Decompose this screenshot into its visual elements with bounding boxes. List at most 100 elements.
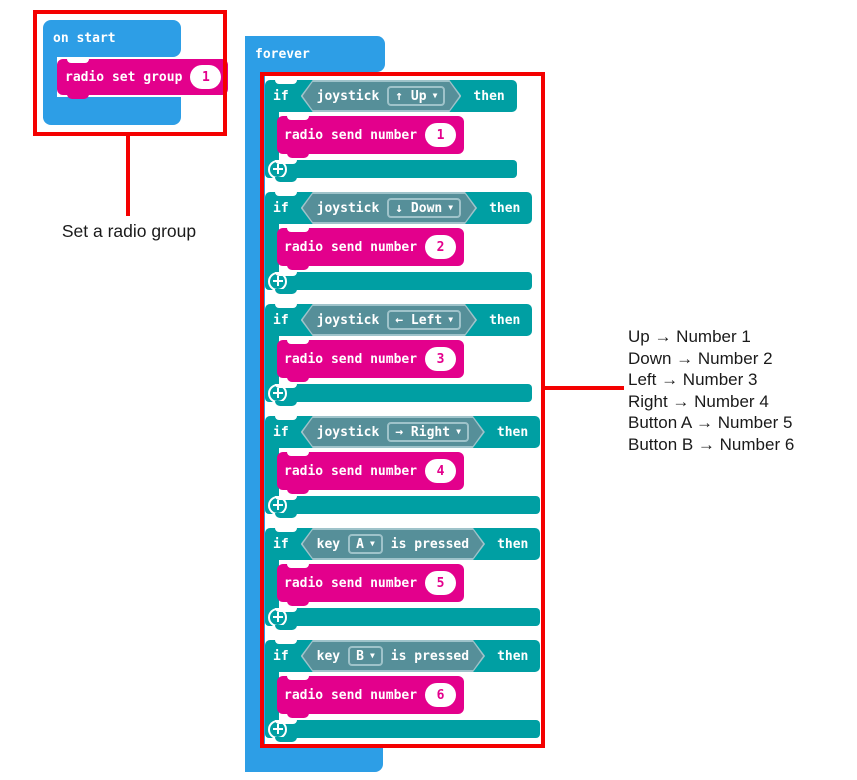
radio-send-label: radio send number [284, 351, 418, 367]
on-start-spine [43, 50, 57, 118]
then-label: then [496, 424, 529, 440]
condition-hexagon[interactable]: key B ▼ is pressed [301, 640, 485, 672]
condition-hexagon[interactable]: joystick ↓ Down ▼ [301, 192, 477, 224]
dropdown-value: ↓ Down [395, 200, 443, 216]
forever-block-header[interactable]: forever [245, 36, 385, 72]
radio-set-group-label: radio set group [65, 69, 183, 85]
radio-send-label: radio send number [284, 127, 418, 143]
annotation-line: Up → Number 1 [628, 327, 751, 346]
then-label: then [489, 200, 521, 216]
dropdown-value: A [356, 536, 364, 552]
radio-send-number-block[interactable]: radio send number 5 [277, 564, 465, 606]
dropdown-value: ← Left [395, 312, 443, 328]
if-label: if [273, 88, 289, 104]
radio-send-number-block[interactable]: radio send number 6 [277, 676, 465, 718]
annotation-line: Button A → Number 5 [628, 413, 793, 432]
on-start-footer[interactable] [43, 97, 181, 125]
plus-bar[interactable] [265, 495, 541, 518]
then-label: then [473, 88, 505, 104]
radio-send-number-block[interactable]: radio send number 4 [277, 452, 465, 494]
dropdown-value: → Right [395, 424, 451, 440]
value-oval[interactable]: 5 [425, 571, 457, 595]
plus-bar[interactable] [265, 159, 517, 182]
key-dropdown[interactable]: B ▼ [348, 646, 383, 666]
if-label: if [273, 424, 289, 440]
connector-line-left [126, 132, 130, 216]
annotation-line: Right → Number 4 [628, 391, 769, 411]
condition-suffix: is pressed [390, 648, 470, 664]
annotation-left-caption: Set a radio group [61, 221, 197, 241]
chevron-down-icon: ▼ [432, 91, 438, 100]
if-header[interactable]: if key B ▼ is pressed then [265, 640, 541, 672]
value-oval[interactable]: 1 [190, 65, 222, 89]
on-start-label: on start [53, 31, 116, 46]
if-header[interactable]: if joystick ↓ Down ▼ then [265, 192, 533, 224]
radio-set-group-block[interactable]: radio set group 1 [57, 59, 229, 99]
plus-circle-icon[interactable] [268, 607, 287, 627]
radio-send-label: radio send number [284, 239, 418, 255]
annotation-right-lines: Up → Number 1 Down → Number 2 Left → Num… [628, 326, 854, 455]
key-dropdown[interactable]: A ▼ [348, 534, 383, 554]
value-oval[interactable]: 2 [425, 235, 457, 259]
condition-suffix: is pressed [390, 536, 470, 552]
plus-circle-icon[interactable] [268, 159, 287, 179]
if-label: if [273, 648, 289, 664]
plus-circle-icon[interactable] [268, 495, 287, 515]
plus-bar[interactable] [265, 719, 541, 742]
on-start-header[interactable]: on start [43, 20, 181, 57]
forever-block-footer[interactable] [245, 748, 383, 772]
plus-bar[interactable] [265, 271, 533, 294]
radio-send-number-block[interactable]: radio send number 2 [277, 228, 465, 270]
then-label: then [497, 536, 529, 552]
joystick-direction-dropdown[interactable]: ↓ Down ▼ [387, 198, 461, 218]
condition-prefix: joystick [316, 424, 380, 440]
radio-send-number-block[interactable]: radio send number 1 [277, 116, 465, 158]
joystick-direction-dropdown[interactable]: ↑ Up ▼ [387, 86, 445, 106]
joystick-direction-dropdown[interactable]: → Right ▼ [387, 422, 469, 442]
radio-send-label: radio send number [284, 463, 418, 479]
if-label: if [273, 312, 289, 328]
plus-circle-icon[interactable] [268, 383, 287, 403]
on-start-block[interactable]: on start radio set group 1 [43, 20, 229, 125]
dropdown-value: B [356, 648, 364, 664]
condition-hexagon[interactable]: joystick ↑ Up ▼ [301, 80, 462, 112]
value-oval[interactable]: 3 [425, 347, 457, 371]
plus-bar[interactable] [265, 383, 533, 406]
condition-hexagon[interactable]: joystick ← Left ▼ [301, 304, 477, 336]
if-label: if [273, 200, 289, 216]
joystick-direction-dropdown[interactable]: ← Left ▼ [387, 310, 461, 330]
then-label: then [489, 312, 521, 328]
value-oval[interactable]: 4 [425, 459, 457, 483]
if-block-joystick-up[interactable]: if joystick ↑ Up ▼ then radio send numbe… [265, 80, 517, 182]
radio-send-number-block[interactable]: radio send number 3 [277, 340, 465, 382]
forever-block-spine[interactable] [245, 36, 265, 772]
chevron-down-icon: ▼ [448, 315, 454, 324]
if-header[interactable]: if joystick → Right ▼ then [265, 416, 541, 448]
plus-circle-icon[interactable] [268, 271, 287, 291]
if-block-joystick-right[interactable]: if joystick → Right ▼ then radio send nu… [265, 416, 541, 518]
if-block-joystick-down[interactable]: if joystick ↓ Down ▼ then radio send num… [265, 192, 533, 294]
plus-circle-icon[interactable] [268, 719, 287, 739]
condition-hexagon[interactable]: joystick → Right ▼ [301, 416, 485, 448]
value-oval[interactable]: 1 [425, 123, 457, 147]
annotation-line: Down → Number 2 [628, 348, 773, 368]
value-oval[interactable]: 6 [425, 683, 457, 707]
if-block-key-a[interactable]: if key A ▼ is pressed then radio send nu… [265, 528, 541, 630]
if-block-joystick-left[interactable]: if joystick ← Left ▼ then radio send num… [265, 304, 533, 406]
condition-prefix: key [316, 536, 341, 552]
condition-hexagon[interactable]: key A ▼ is pressed [301, 528, 485, 560]
annotation-line: Left → Number 3 [628, 370, 758, 389]
annotation-line: Button B → Number 6 [628, 434, 795, 454]
chevron-down-icon: ▼ [448, 203, 454, 212]
then-label: then [497, 648, 529, 664]
if-header[interactable]: if joystick ↑ Up ▼ then [265, 80, 517, 112]
condition-prefix: joystick [316, 312, 380, 328]
condition-prefix: joystick [316, 200, 380, 216]
if-block-key-b[interactable]: if key B ▼ is pressed then radio send nu… [265, 640, 541, 742]
if-header[interactable]: if joystick ← Left ▼ then [265, 304, 533, 336]
chevron-down-icon: ▼ [456, 427, 461, 436]
if-header[interactable]: if key A ▼ is pressed then [265, 528, 541, 560]
radio-send-label: radio send number [284, 687, 418, 703]
plus-bar[interactable] [265, 607, 541, 630]
